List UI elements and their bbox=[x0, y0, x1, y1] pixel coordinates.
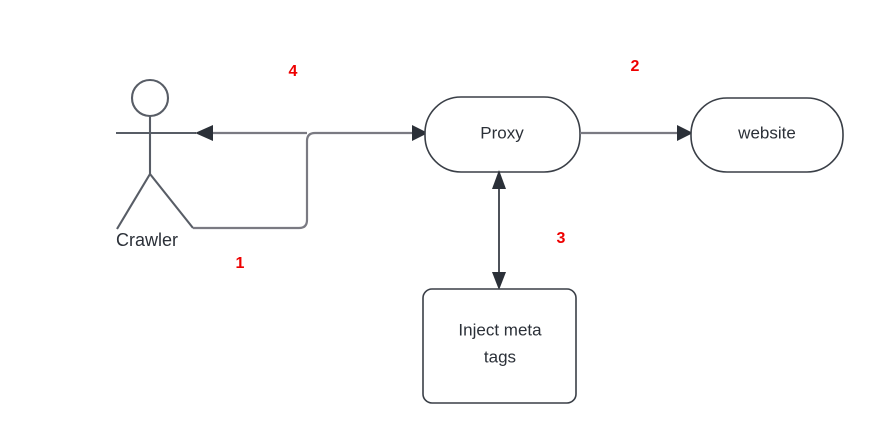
node-website-shape bbox=[690, 97, 844, 173]
actor-right-leg-line bbox=[149, 173, 194, 229]
actor-head-icon bbox=[130, 78, 170, 118]
node-inject-label-line2: tags bbox=[484, 347, 516, 366]
actor-crawler[interactable]: Crawler bbox=[116, 78, 196, 250]
edge-4-arrowhead-icon bbox=[195, 125, 213, 141]
node-inject-meta-tags[interactable]: Inject meta tags bbox=[422, 288, 577, 404]
node-website[interactable]: website bbox=[690, 97, 844, 173]
edge-2-arrowhead-icon bbox=[677, 125, 693, 141]
node-inject-label-line1: Inject meta bbox=[458, 320, 542, 339]
edge-3-arrowhead-up-icon bbox=[492, 170, 506, 189]
node-proxy-label: Proxy bbox=[480, 123, 524, 142]
node-proxy-shape bbox=[424, 96, 581, 173]
node-website-label: website bbox=[737, 123, 796, 142]
actor-crawler-label: Crawler bbox=[116, 230, 178, 250]
edge-1-arrowhead-icon bbox=[412, 125, 428, 141]
node-inject-shape bbox=[422, 288, 577, 404]
edge-proxy-inject-bidirectional[interactable] bbox=[492, 170, 506, 290]
edge-crawler-to-proxy[interactable] bbox=[193, 125, 428, 230]
edge-proxy-to-crawler[interactable] bbox=[195, 125, 307, 141]
step-label-1: 1 bbox=[236, 255, 245, 272]
edge-proxy-to-website[interactable] bbox=[580, 125, 693, 141]
step-label-2: 2 bbox=[631, 58, 640, 75]
edge-3-arrowhead-down-icon bbox=[492, 272, 506, 290]
edge-1-path bbox=[193, 131, 413, 230]
step-label-3: 3 bbox=[557, 230, 566, 247]
step-label-4: 4 bbox=[289, 63, 298, 80]
node-proxy[interactable]: Proxy bbox=[424, 96, 581, 173]
actor-left-leg-line bbox=[116, 173, 151, 230]
